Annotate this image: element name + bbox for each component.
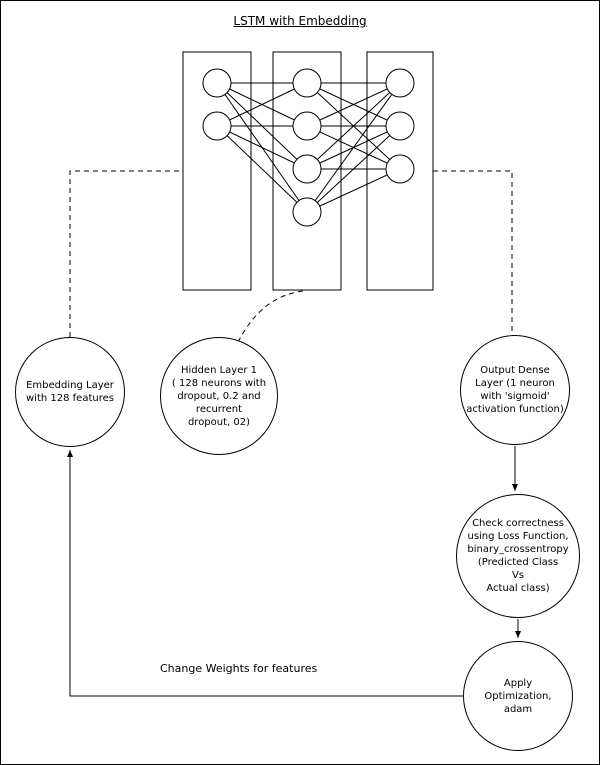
neuron-circle (292, 197, 322, 227)
embedding-to-input-dashed-connector (69, 170, 183, 337)
node-embedding-layer: Embedding Layer with 128 features (15, 337, 125, 447)
node-loss-check: Check correctness using Loss Function, b… (456, 494, 580, 618)
neuron-connection-line (216, 125, 308, 170)
input-layer-rect (182, 51, 252, 291)
change-weights-label: Change Weights for features (160, 662, 318, 675)
neuron-connection-line (306, 82, 401, 170)
diagram-title-text: LSTM with Embedding (233, 14, 367, 28)
neural-network (202, 68, 415, 227)
optimizer-node-label: Apply Optimization, adam (484, 677, 552, 715)
hidden-node-label: Hidden Layer 1 ( 128 neurons with dropou… (171, 364, 267, 428)
neuron-circle (202, 111, 232, 141)
neuron-connection-line (306, 168, 401, 213)
neuron-circle (292, 111, 322, 141)
neuron-circle (202, 68, 232, 98)
node-hidden-layer: Hidden Layer 1 ( 128 neurons with dropou… (160, 337, 278, 455)
neuron-circle (292, 154, 322, 184)
feedback-weight-update-arrow (67, 450, 463, 697)
output-rect-to-dense-node-dashed-connector (433, 170, 513, 335)
node-output-dense-layer: Output Dense Layer (1 neuron with 'sigmo… (460, 335, 570, 445)
embedding-node-label: Embedding Layer with 128 features (26, 380, 114, 404)
loss-node-label: Check correctness using Loss Function, b… (467, 518, 569, 594)
output-node-label: Output Dense Layer (1 neuron with 'sigmo… (466, 365, 564, 415)
neuron-connection-line (306, 82, 401, 127)
neuron-connection-line (306, 82, 401, 213)
hidden-node-to-hidden-rect-dashed-connector (237, 290, 304, 343)
neuron-circle (385, 111, 415, 141)
neuron-connection-line (216, 125, 308, 213)
neuron-connection-line (216, 82, 308, 127)
neuron-connection-line (306, 125, 401, 213)
hidden-layer-rect (272, 51, 342, 291)
diagram-title: LSTM with Embedding (0, 14, 600, 28)
neuron-circle (292, 68, 322, 98)
neuron-circle (385, 154, 415, 184)
neuron-circle (385, 68, 415, 98)
node-apply-optimization: Apply Optimization, adam (463, 641, 573, 751)
